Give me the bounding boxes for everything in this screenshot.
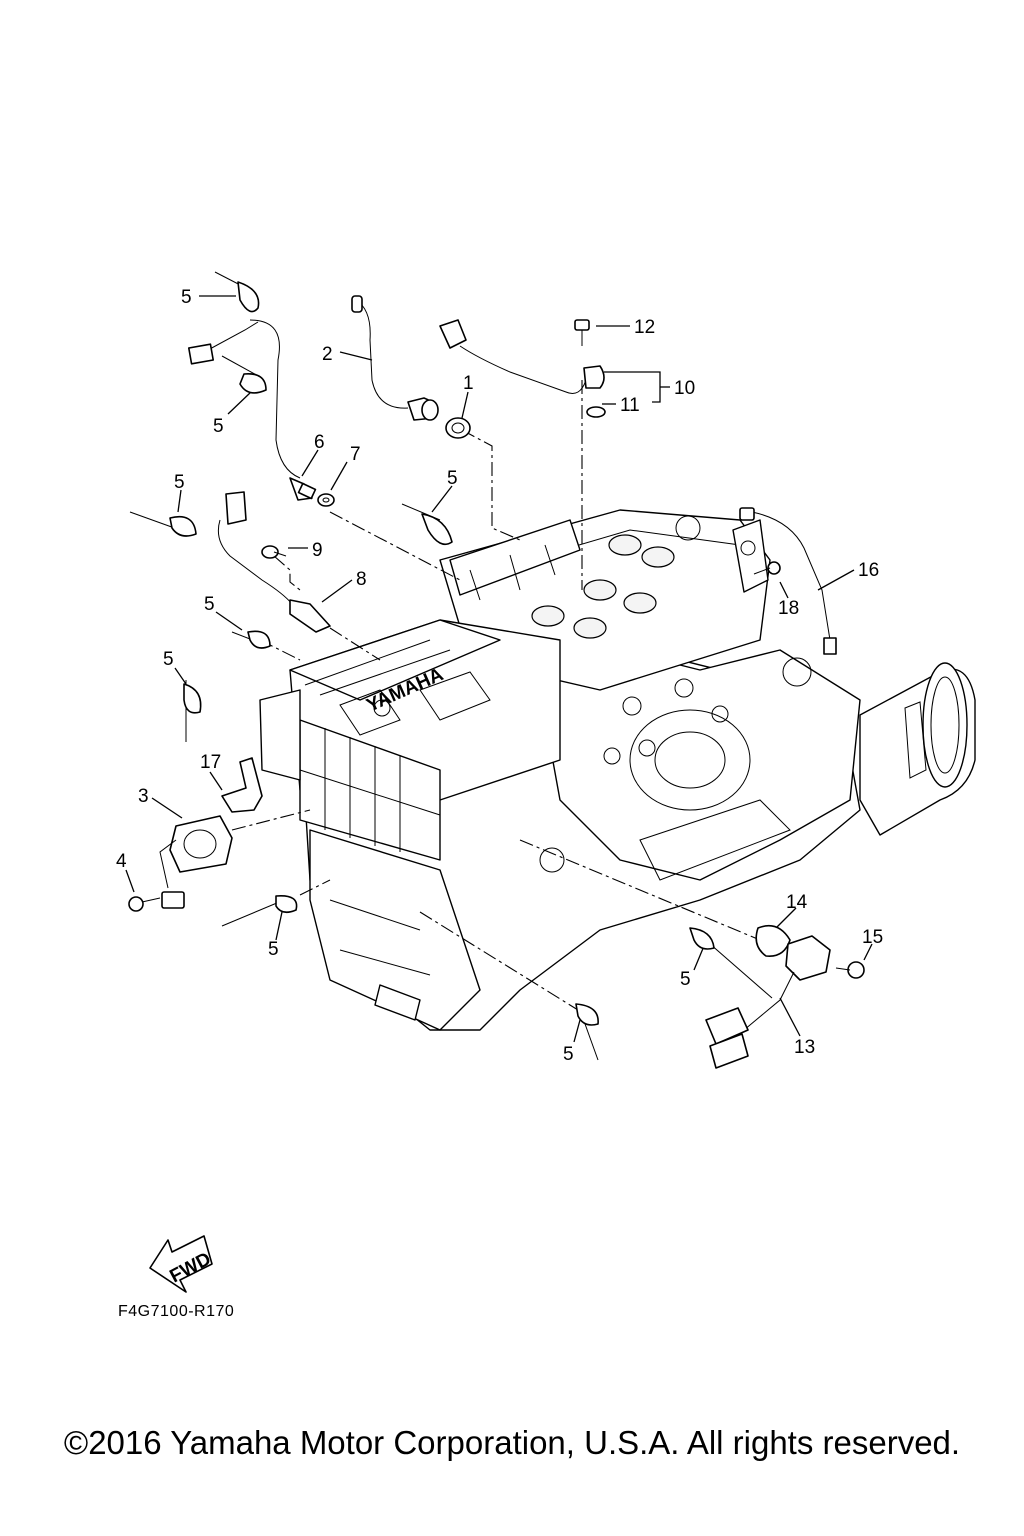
wire-harness-left [187,319,301,479]
callout-1: 1 [463,373,474,394]
callout-12: 12 [634,317,655,338]
callout-11: 11 [620,395,640,416]
callout-5: 5 [680,969,691,990]
engine-assembly: YAMAHA [259,509,976,1031]
cable-tie-part-5-bottom [575,1003,599,1061]
copyright-notice: ©2016 Yamaha Motor Corporation, U.S.A. A… [63,1424,961,1461]
sensor-part-6 [289,477,317,501]
callout-3: 3 [138,786,149,807]
callout-18: 18 [778,598,799,619]
callout-4: 4 [116,851,127,872]
callout-8: 8 [356,569,367,590]
callout-14: 14 [786,892,808,913]
plug-part-1 [445,417,471,439]
sensor-part-2 [351,295,439,421]
callout-5: 5 [181,287,192,308]
gasket-part-14 [755,924,791,957]
bracket-part-17 [221,757,263,813]
callout-15: 15 [862,927,883,948]
cable-tie-part-5-left [129,511,197,537]
sensor-part-8 [217,491,331,633]
callout-labels: 5 5 2 1 12 10 11 6 7 5 5 9 16 8 18 5 5 1… [116,287,883,1065]
callout-13: 13 [794,1037,815,1058]
o-ring-part-11 [586,406,606,418]
cable-tie-part-5-top [214,271,260,313]
callout-10: 10 [674,378,695,399]
callout-5: 5 [268,939,279,960]
sensor-part-10 [439,319,605,394]
callout-9: 9 [312,540,323,561]
callout-16: 16 [858,560,879,581]
callout-5: 5 [174,472,185,493]
fwd-arrow-icon: FWD [149,1235,215,1293]
parts [128,271,865,1069]
cable-tie-part-5-bottom-mid [689,927,773,999]
bolt-part-15 [835,961,865,979]
bolt-part-9 [261,545,287,559]
callout-5: 5 [163,649,174,670]
sensor-part-13 [705,935,831,1069]
cable-tie-part-5-left-lower [183,680,202,742]
module-part-3 [159,815,233,909]
bolt-part-4 [128,896,161,912]
leader-lines [125,295,873,1043]
cable-tie-part-5-left-mid [231,630,271,649]
callout-5: 5 [447,468,458,489]
diagram-code: F4G7100-R170 [118,1303,235,1320]
callout-5: 5 [213,416,224,437]
callout-5: 5 [563,1044,574,1065]
cable-tie-part-5-bottom-left [221,894,298,927]
clip-part-18 [753,561,781,575]
callout-7: 7 [350,444,361,465]
sensor-part-16 [739,507,837,655]
washer-part-7 [317,493,335,507]
bolt-part-12 [574,319,590,346]
callout-2: 2 [322,344,333,365]
callout-5: 5 [204,594,215,615]
callout-17: 17 [200,752,221,773]
cable-tie-part-5-mid [401,503,453,546]
callout-6: 6 [314,432,325,453]
